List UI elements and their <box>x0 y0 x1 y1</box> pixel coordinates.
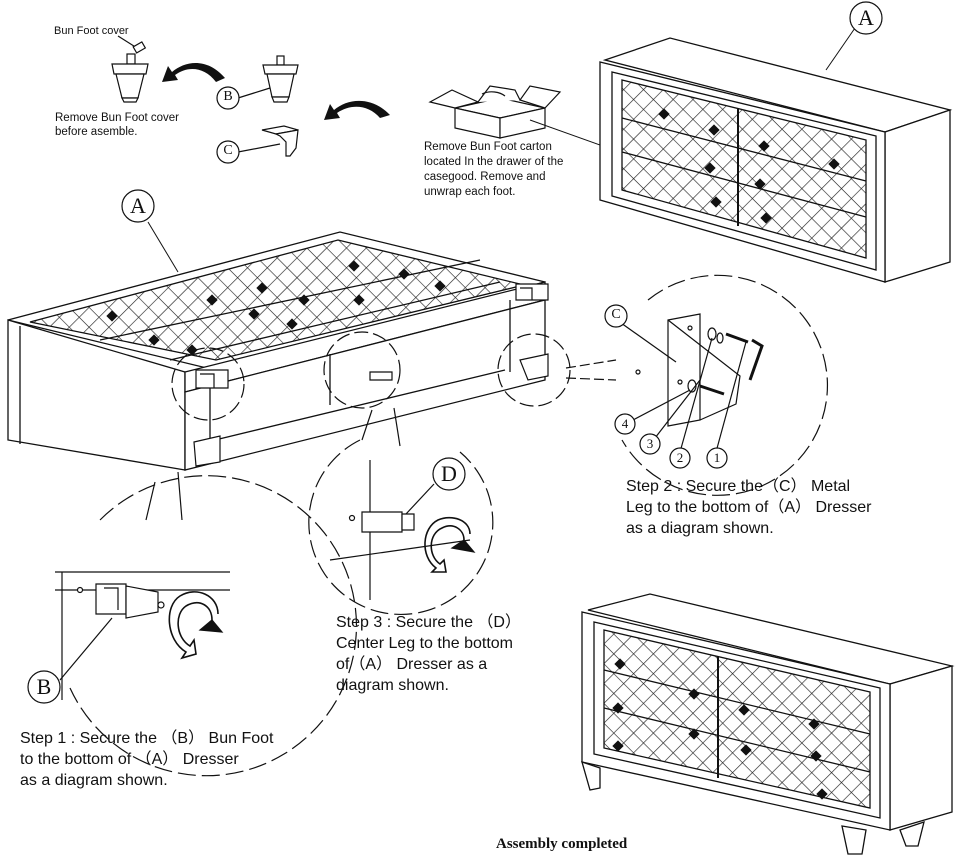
carton-note-line2: located In the drawer of the <box>424 156 564 168</box>
label-b-detail: B <box>36 674 52 699</box>
label-circles <box>27 1 883 704</box>
label-d-detail: D <box>441 461 457 486</box>
step3-detail <box>308 407 494 616</box>
step1-detail <box>55 471 358 777</box>
carton-note-line3: casegood. Remove and <box>424 171 546 183</box>
bun-foot-cover-tag: Bun Foot cover <box>54 25 129 37</box>
label-number-1: 1 <box>713 450 721 465</box>
label-c-top: C <box>223 143 233 158</box>
step3-line1: Step 3 : Secure the （D） <box>336 614 521 631</box>
step2-line3: as a diagram shown. <box>626 520 774 537</box>
step1-line3: as a diagram shown. <box>20 772 168 789</box>
bun-foot-part-b <box>237 55 299 103</box>
dresser-completed <box>581 593 955 855</box>
dresser-top-right <box>599 37 953 283</box>
step2-line2: Leg to the bottom of（A） Dresser <box>626 499 872 516</box>
label-number-3: 3 <box>646 436 654 451</box>
label-a-top: A <box>858 5 874 30</box>
step2-detail <box>565 274 829 496</box>
main-dresser-feet <box>193 283 549 467</box>
label-c-detail: C <box>611 307 621 322</box>
step1-line1: Step 1 : Secure the （B） Bun Foot <box>20 730 274 747</box>
bun-foot-with-cover <box>111 35 149 103</box>
bun-foot-carton <box>428 85 562 139</box>
step3-line2: Center Leg to the bottom <box>336 635 513 652</box>
step1-line2: to the bottom of （A） Dresser <box>20 751 239 768</box>
curved-arrow-left-2 <box>324 100 390 120</box>
dresser-main-upside-down <box>7 231 546 471</box>
remove-cover-note-line1: Remove Bun Foot cover <box>55 112 180 124</box>
carton-note-line1: Remove Bun Foot carton <box>424 141 552 153</box>
step3-line4: diagram shown. <box>336 677 449 694</box>
label-a-main: A <box>130 193 146 218</box>
step2-line1: Step 2 : Secure the（C） Metal <box>626 478 851 495</box>
curved-arrow-left <box>162 62 225 82</box>
remove-cover-note-line2: before asemble. <box>55 126 138 138</box>
label-b-top: B <box>223 89 233 104</box>
detail-circles-small <box>171 331 571 421</box>
label-number-2: 2 <box>676 450 684 465</box>
label-number-4: 4 <box>621 416 629 431</box>
metal-leg-part-c <box>237 125 299 157</box>
label-a-main-leader <box>147 221 179 273</box>
assembly-completed-caption: Assembly completed <box>496 836 628 852</box>
step3-line3: of（A） Dresser as a <box>336 656 488 673</box>
dresser-completed-knobs <box>612 658 828 800</box>
carton-note-line4: unwrap each foot. <box>424 186 516 198</box>
label-a-top-leader <box>825 27 856 71</box>
